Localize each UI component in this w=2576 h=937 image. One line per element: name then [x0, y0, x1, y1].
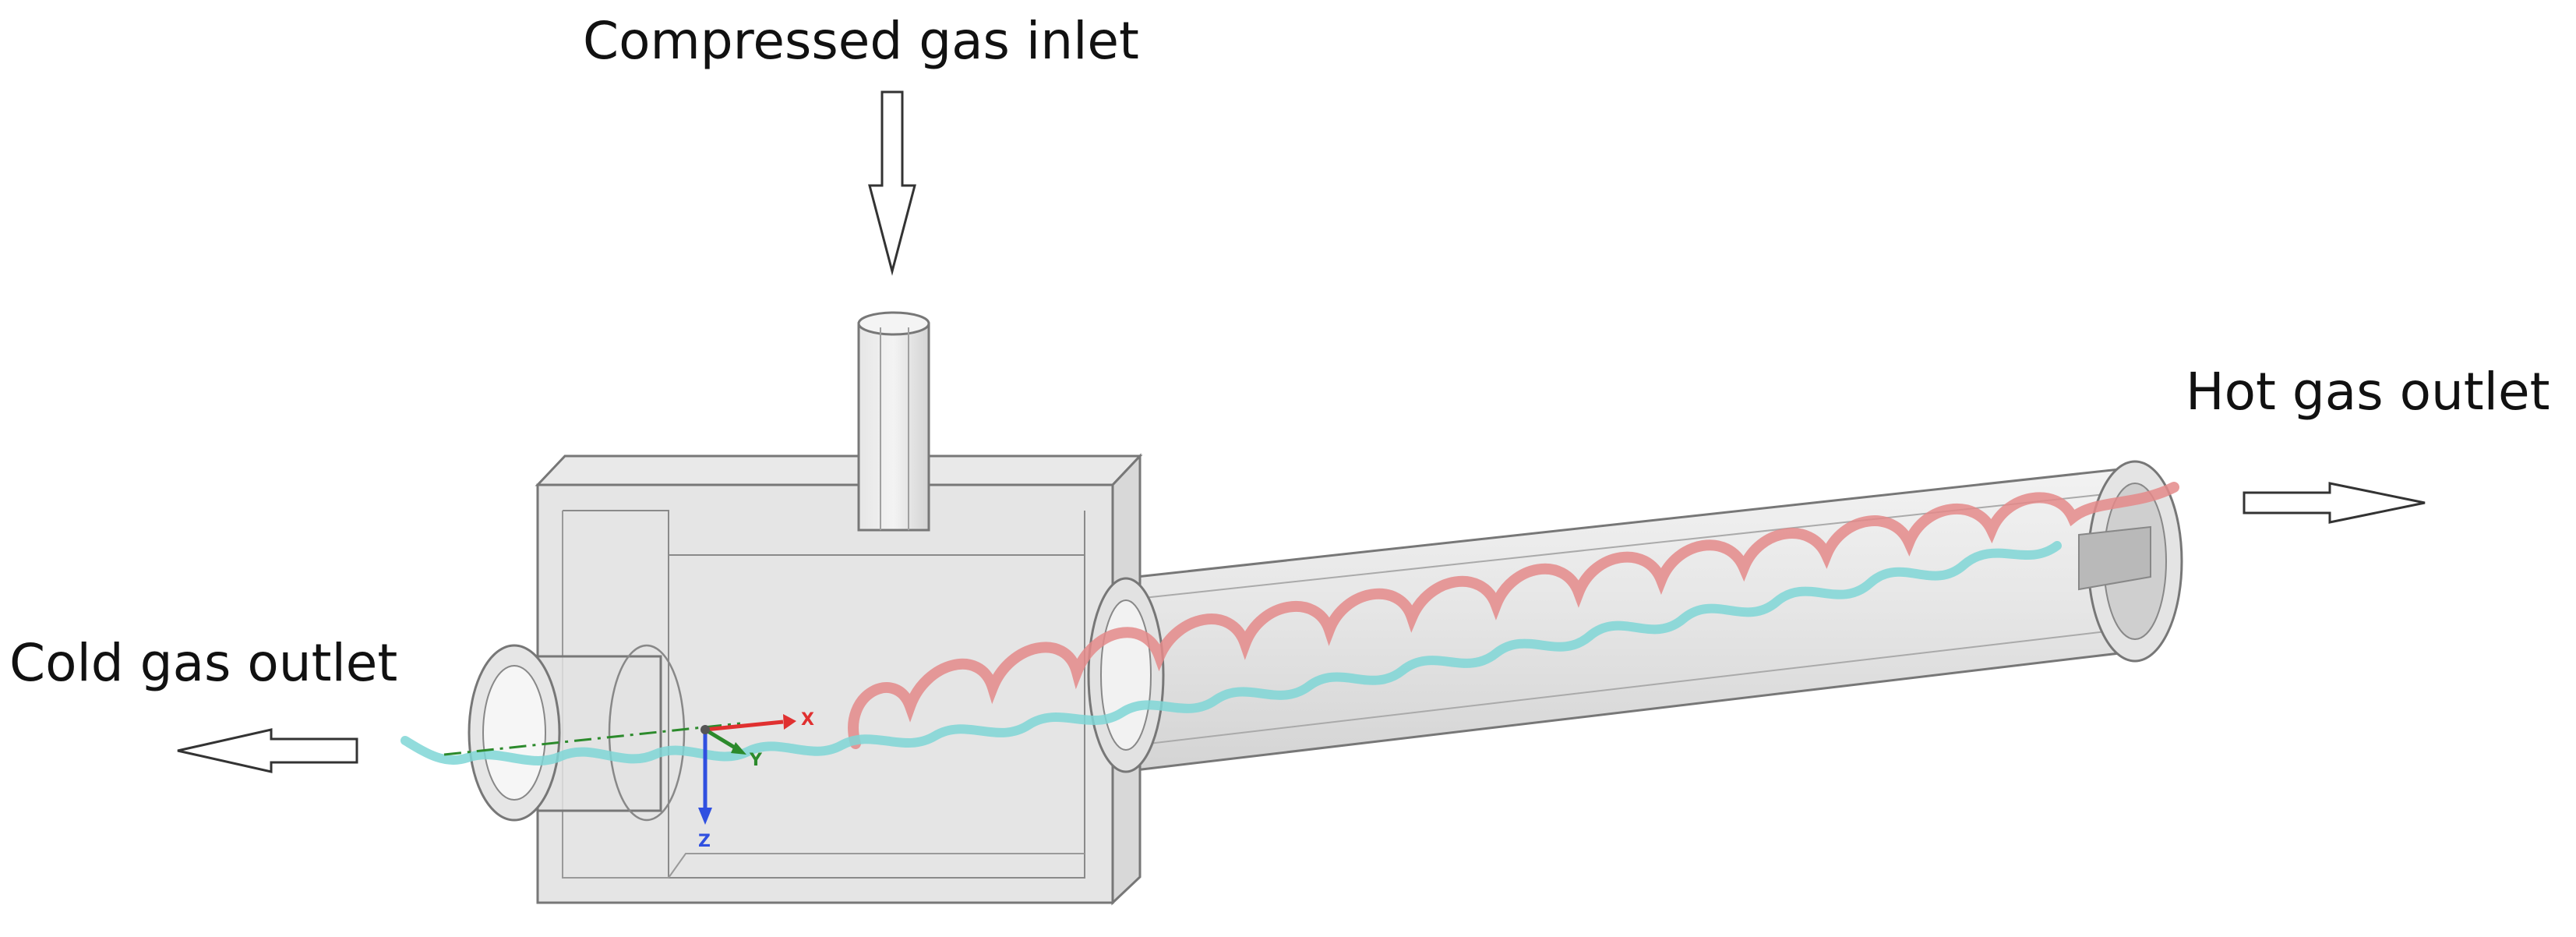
- inlet-label: Compressed gas inlet: [583, 11, 1139, 71]
- cold-outlet-arrow: [177, 728, 358, 773]
- cold-outlet-label: Cold gas outlet: [9, 633, 398, 693]
- axis-x-label: X: [801, 710, 814, 730]
- inlet-pipe: [857, 311, 930, 532]
- hot-tube: [1120, 460, 2183, 773]
- cold-outlet-pipe: [468, 644, 686, 822]
- hot-stream-spiral: [848, 482, 2179, 749]
- hot-outlet-arrow: [2243, 482, 2426, 524]
- hot-outlet-label: Hot gas outlet: [2186, 362, 2550, 422]
- axis-z-label: Z: [698, 832, 711, 851]
- tube-centerline: [443, 722, 741, 756]
- cold-stream-spiral: [401, 541, 2062, 766]
- axis-y-label: Y: [749, 751, 763, 770]
- axis-triad: X Y Z: [698, 710, 814, 851]
- inlet-arrow: [868, 90, 916, 276]
- hot-tube-flange: [1087, 577, 1165, 773]
